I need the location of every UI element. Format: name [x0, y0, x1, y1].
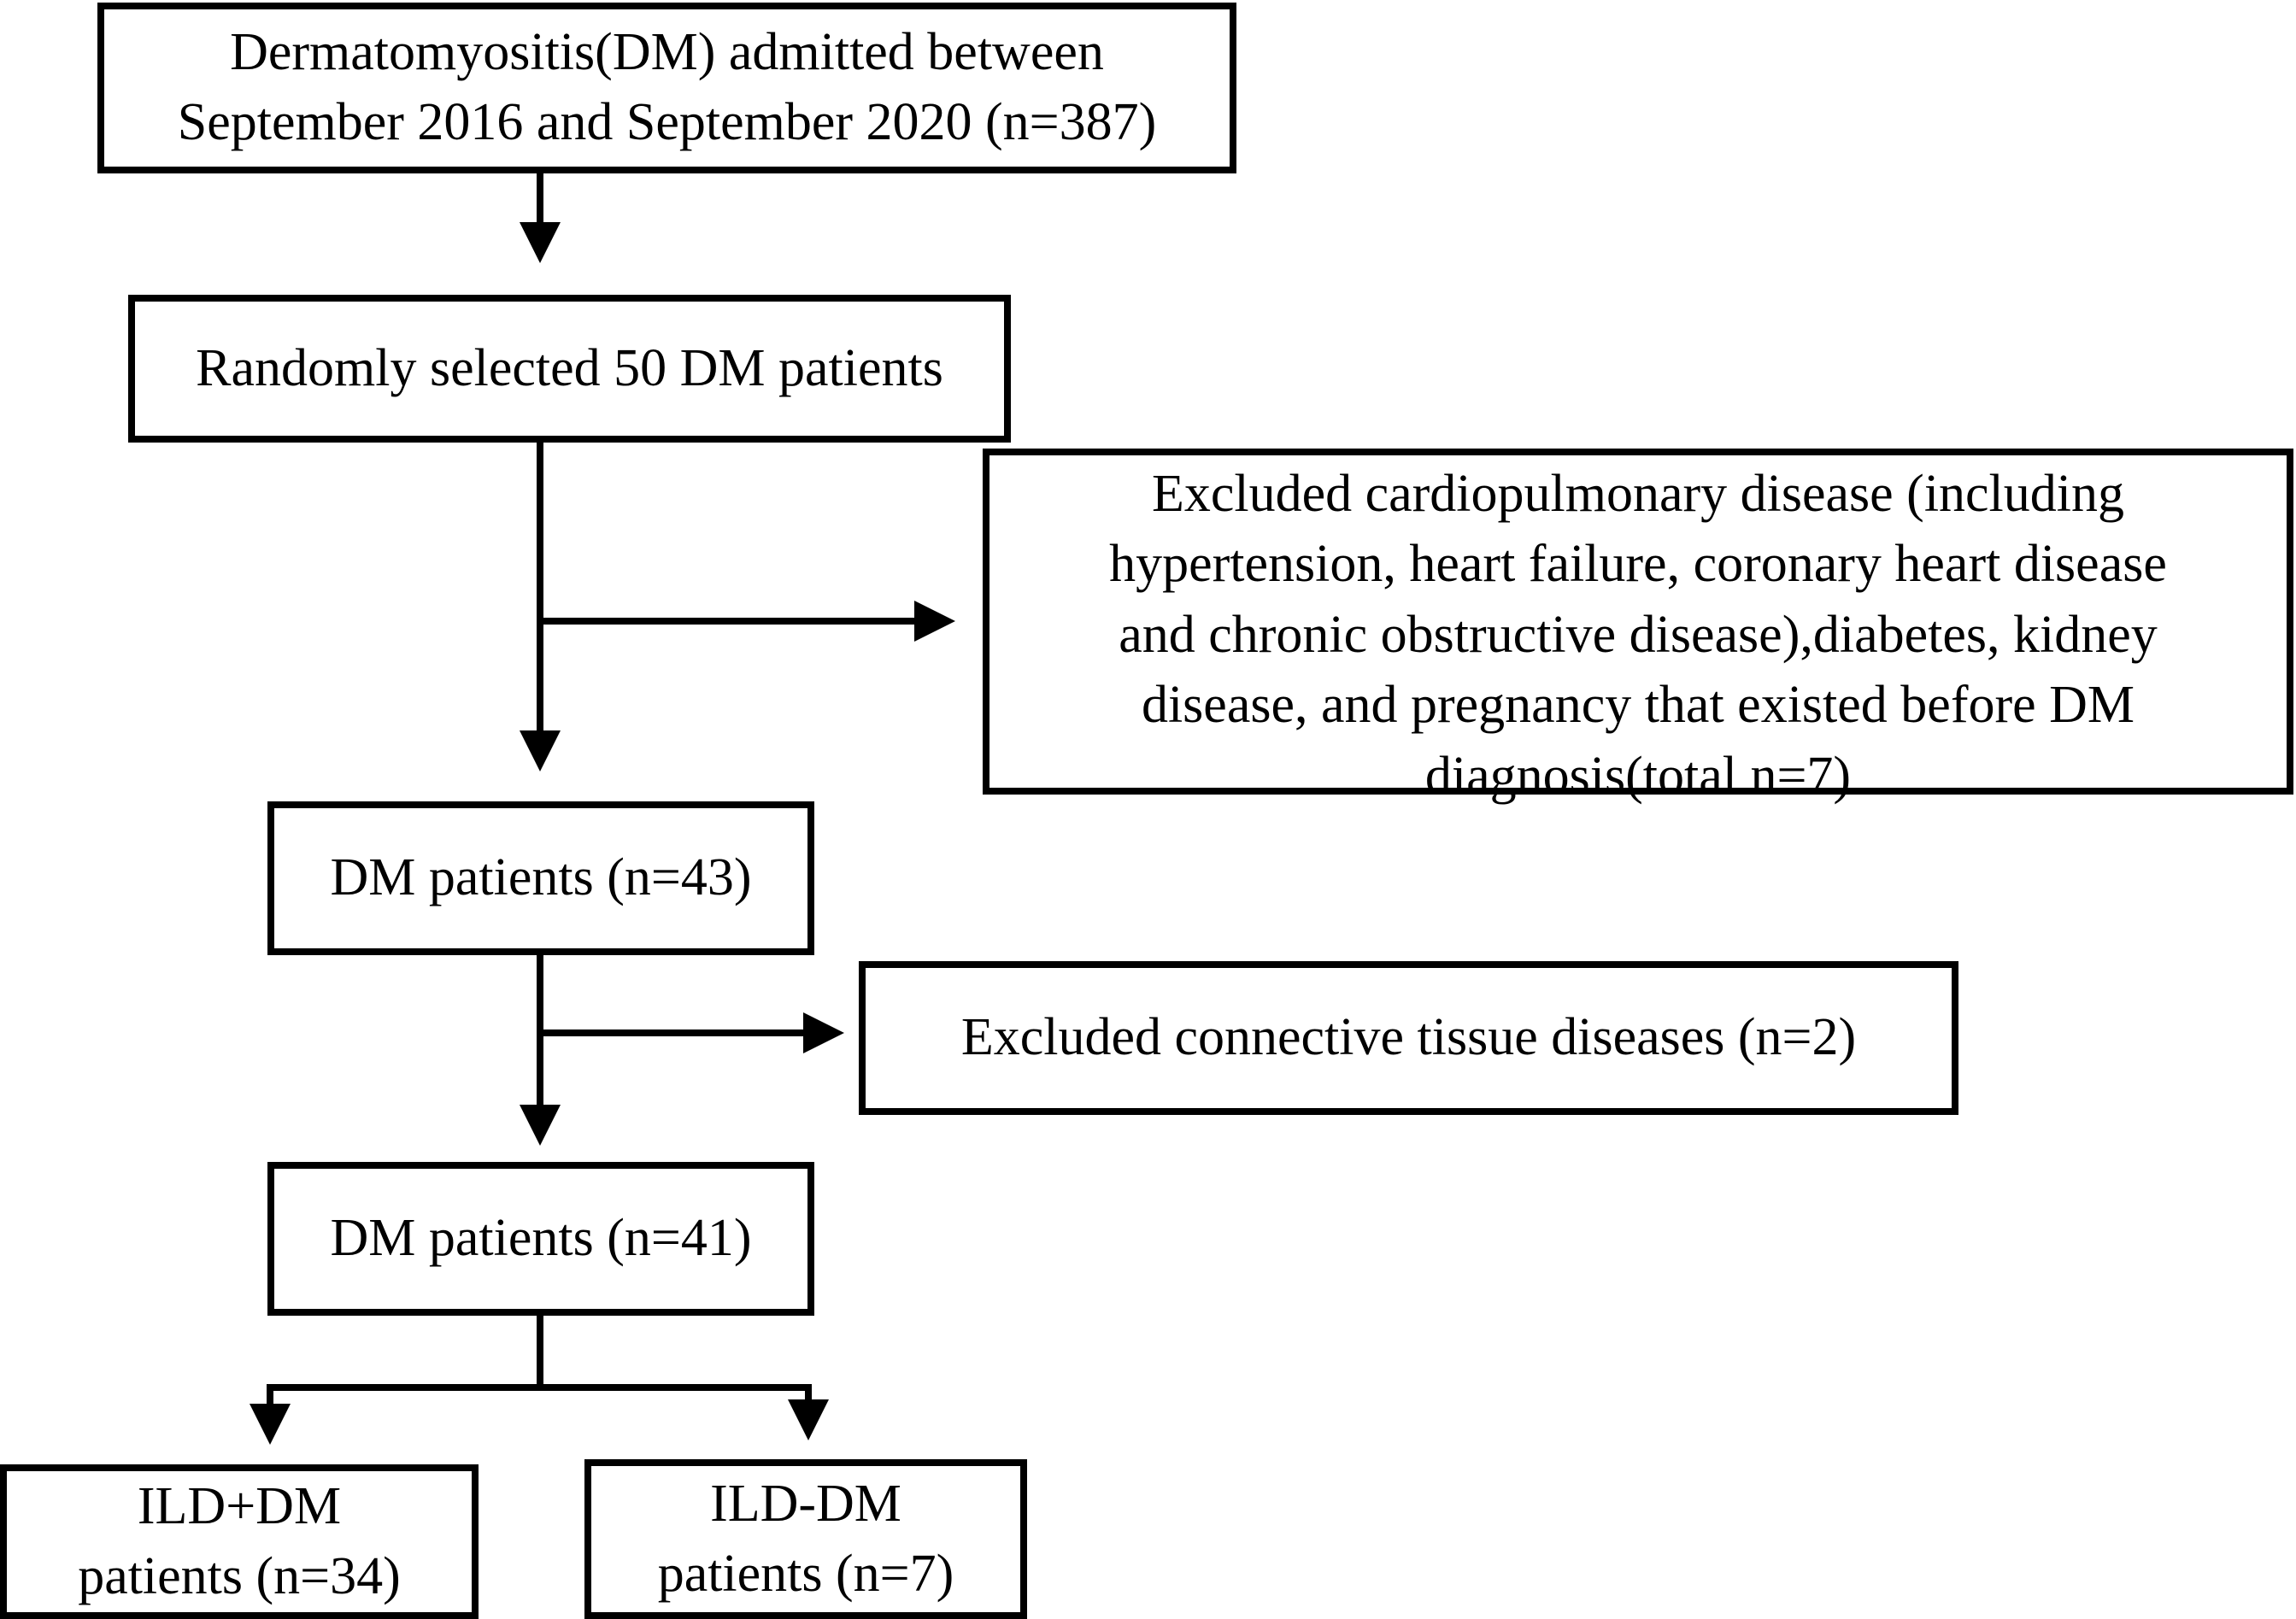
box-admitted: Dermatomyositis(DM) admitted between Sep… [97, 3, 1236, 173]
box-excluded-cardiopulmonary: Excluded cardiopulmonary disease (includ… [983, 449, 2293, 805]
box-admitted-text: Dermatomyositis(DM) admitted between Sep… [177, 23, 1157, 151]
box-randomly-selected: Randomly selected 50 DM patients [128, 295, 1011, 443]
box-excluded-connective-text: Excluded connective tissue diseases (n=2… [960, 1008, 1857, 1067]
box-ild-minus-dm: ILD-DM patients (n=7) [584, 1459, 1027, 1619]
box-excluded-cardiopulmonary-text: Excluded cardiopulmonary disease (includ… [1109, 465, 2167, 805]
box-dm-patients-43-text: DM patients (n=43) [330, 848, 752, 907]
box-excluded-connective: Excluded connective tissue diseases (n=2… [859, 961, 1958, 1115]
box-dm-patients-41-text: DM patients (n=41) [330, 1209, 752, 1268]
box-dm-patients-43: DM patients (n=43) [267, 801, 814, 955]
box-ild-plus-dm-text: ILD+DM patients (n=34) [78, 1476, 401, 1605]
box-randomly-selected-text: Randomly selected 50 DM patients [196, 338, 943, 397]
box-ild-minus-dm-text: ILD-DM patients (n=7) [657, 1474, 954, 1603]
box-dm-patients-41: DM patients (n=41) [267, 1162, 814, 1316]
box-ild-plus-dm: ILD+DM patients (n=34) [0, 1464, 479, 1619]
